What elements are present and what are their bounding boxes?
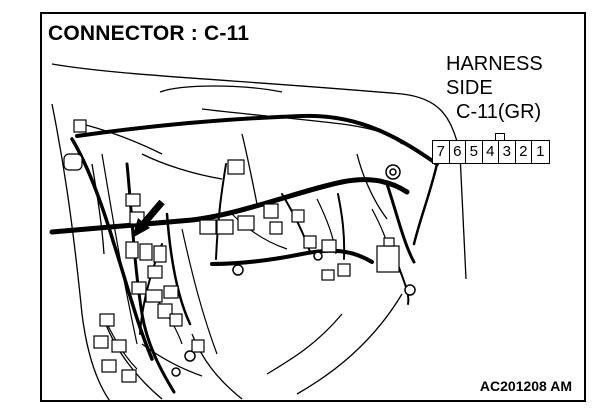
harness-label-line3: C-11(GR) bbox=[456, 101, 542, 123]
connector-pin: 7 bbox=[433, 141, 450, 163]
connector-title: CONNECTOR : C-11 bbox=[48, 22, 250, 45]
connector-pin: 2 bbox=[516, 141, 532, 163]
connector-pin: 5 bbox=[466, 141, 483, 163]
connector-pin: 6 bbox=[450, 141, 466, 163]
harness-side-label: HARNESS SIDE C-11(GR) bbox=[446, 52, 543, 124]
diagram-frame: CONNECTOR : C-11 HARNESS SIDE C-11(GR) 7… bbox=[40, 12, 586, 402]
connector-pin: 3 bbox=[499, 141, 516, 163]
grommets bbox=[171, 164, 416, 377]
figure-code: AC201208 AM bbox=[479, 378, 572, 394]
dashboard-outline bbox=[51, 63, 467, 400]
connector-pin: 4 bbox=[483, 141, 499, 163]
harness-label-line2: SIDE bbox=[446, 77, 493, 99]
pointer-arrow bbox=[132, 199, 165, 238]
connector-lock-tab bbox=[495, 133, 505, 141]
connector-pin-diagram: 7 6 5 4 3 2 1 bbox=[432, 140, 550, 164]
connector-pin: 1 bbox=[536, 143, 545, 160]
harness-label-line1: HARNESS bbox=[446, 53, 543, 75]
wiring-harness-illustration bbox=[49, 63, 467, 400]
connector-blocks bbox=[63, 119, 400, 383]
